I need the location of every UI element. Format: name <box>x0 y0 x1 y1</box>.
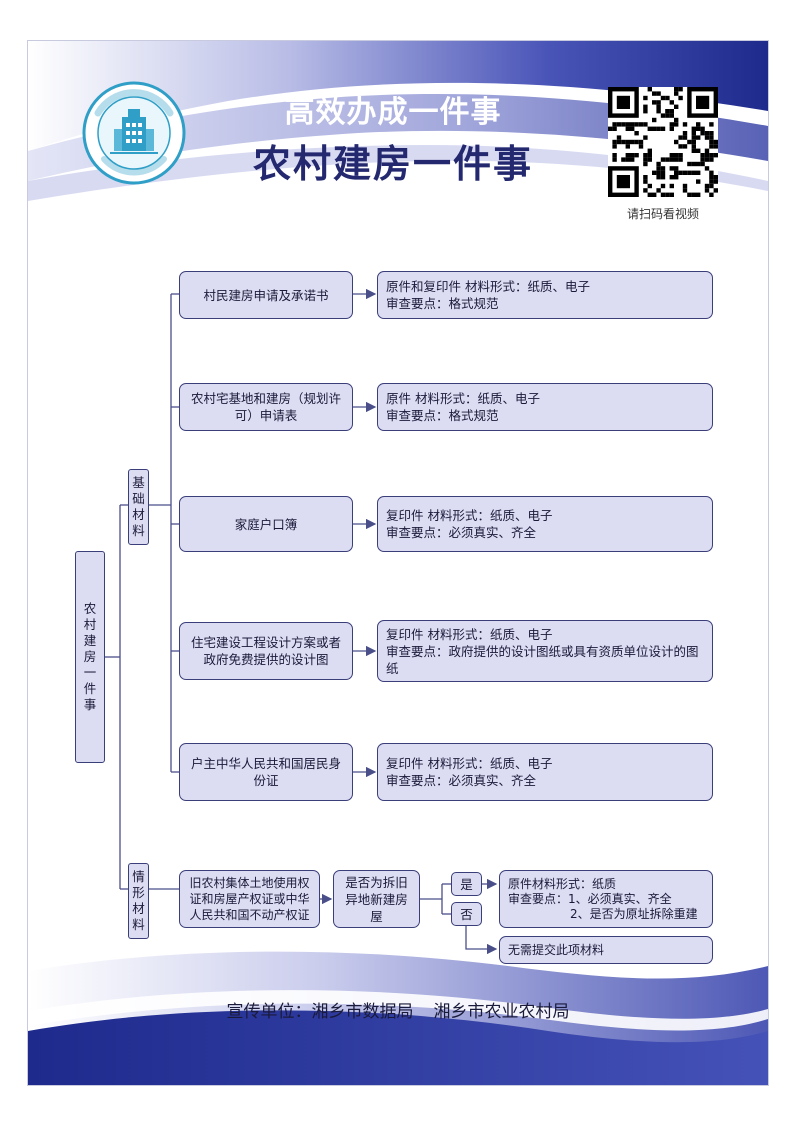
footer-publisher: 宣传单位：湘乡市数据局湘乡市农业农村局 <box>28 997 768 1022</box>
background-decoration <box>28 41 768 1085</box>
review-point: 审查要点：必须真实、齐全 <box>386 525 537 540</box>
group-basic-materials: 基础材料 <box>128 469 149 545</box>
yes-label: 是 <box>460 876 473 892</box>
material-item: 户主中华人民共和国居民身份证 <box>179 743 353 801</box>
situational-item: 旧农村集体土地使用权证和房屋产权证或中华人民共和国不动产权证 <box>179 870 320 928</box>
condition-label: 是否为拆旧异地新建房屋 <box>345 874 408 924</box>
material-form: 原件材料形式：纸质 <box>508 876 617 891</box>
material-detail: 复印件 材料形式：纸质、电子 审查要点：必须真实、齐全 <box>377 496 713 552</box>
material-name: 农村宅基地和建房（规划许可）申请表 <box>190 391 341 423</box>
vertical-char: 料 <box>132 523 145 538</box>
vertical-char: 一 <box>83 665 97 680</box>
material-name: 住宅建设工程设计方案或者政府免费提供的设计图 <box>190 635 341 667</box>
material-item: 农村宅基地和建房（规划许可）申请表 <box>179 383 353 431</box>
material-name: 旧农村集体土地使用权证和房屋产权证或中华人民共和国不动产权证 <box>189 876 310 922</box>
vertical-char: 件 <box>83 681 97 696</box>
vertical-char: 基 <box>132 475 145 490</box>
review-point: 审查要点：必须真实、齐全 <box>386 773 537 788</box>
page-title: 农村建房一件事 <box>252 142 533 186</box>
footer-label: 宣传单位： <box>226 1002 312 1022</box>
flowchart-connectors <box>104 288 498 955</box>
material-item: 住宅建设工程设计方案或者政府免费提供的设计图 <box>179 622 353 680</box>
review-point-2: 2、是否为原址拆除重建 <box>570 906 698 921</box>
yes-detail: 原件材料形式：纸质 审查要点：1、必须真实、齐全 2、是否为原址拆除重建 <box>499 870 713 928</box>
no-detail-text: 无需提交此项材料 <box>508 942 605 957</box>
review-point: 审查要点：政府提供的设计图纸或具有资质单位设计的图纸 <box>386 643 699 676</box>
material-form: 复印件 材料形式：纸质、电子 <box>386 508 553 523</box>
review-point: 审查要点：格式规范 <box>386 296 499 311</box>
root-node: 农村建房一件事 <box>75 551 105 763</box>
vertical-char: 料 <box>132 917 145 932</box>
vertical-char: 材 <box>132 507 145 522</box>
vertical-char: 情 <box>132 869 145 884</box>
material-item: 村民建房申请及承诺书 <box>179 271 353 319</box>
no-branch: 否 <box>451 902 482 926</box>
vertical-char: 材 <box>132 901 145 916</box>
material-detail: 复印件 材料形式：纸质、电子 审查要点：政府提供的设计图纸或具有资质单位设计的图… <box>377 620 713 682</box>
group-situational-materials: 情形材料 <box>128 863 149 939</box>
vertical-char: 村 <box>83 617 97 632</box>
footer-org-agriculture-bureau: 湘乡市农业农村局 <box>433 1002 570 1022</box>
no-label: 否 <box>460 906 473 922</box>
vertical-char: 房 <box>83 649 97 664</box>
header-subtitle: 高效办成一件事 <box>284 95 502 130</box>
no-detail: 无需提交此项材料 <box>499 936 713 964</box>
vertical-char: 事 <box>83 697 97 712</box>
condition-node: 是否为拆旧异地新建房屋 <box>333 870 420 928</box>
material-detail: 原件和复印件 材料形式：纸质、电子 审查要点：格式规范 <box>377 271 713 319</box>
qr-caption: 请扫码看视频 <box>626 207 699 221</box>
vertical-char: 础 <box>132 491 145 506</box>
material-form: 原件 材料形式：纸质、电子 <box>386 391 540 406</box>
review-point: 审查要点：格式规范 <box>386 408 499 423</box>
yes-branch: 是 <box>451 872 482 896</box>
vertical-char: 形 <box>132 885 145 900</box>
vertical-char: 建 <box>83 633 97 648</box>
review-point: 审查要点：1、必须真实、齐全 <box>508 891 672 906</box>
material-detail: 原件 材料形式：纸质、电子 审查要点：格式规范 <box>377 383 713 431</box>
footer-org-data-bureau: 湘乡市数据局 <box>311 1002 414 1022</box>
material-name: 村民建房申请及承诺书 <box>203 287 329 303</box>
vertical-char: 农 <box>83 601 97 616</box>
material-item: 家庭户口簿 <box>179 496 353 552</box>
material-name: 户主中华人民共和国居民身份证 <box>190 756 341 788</box>
material-detail: 复印件 材料形式：纸质、电子 审查要点：必须真实、齐全 <box>377 743 713 801</box>
material-name: 家庭户口簿 <box>234 516 298 532</box>
material-form: 原件和复印件 材料形式：纸质、电子 <box>386 279 590 294</box>
material-form: 复印件 材料形式：纸质、电子 <box>386 626 553 642</box>
logo-emblem-icon <box>82 81 186 185</box>
material-form: 复印件 材料形式：纸质、电子 <box>386 756 553 771</box>
qr-code-icon[interactable] <box>608 87 718 197</box>
poster: 高效办成一件事 农村建房一件事 请扫码看视频 <box>27 40 769 1086</box>
